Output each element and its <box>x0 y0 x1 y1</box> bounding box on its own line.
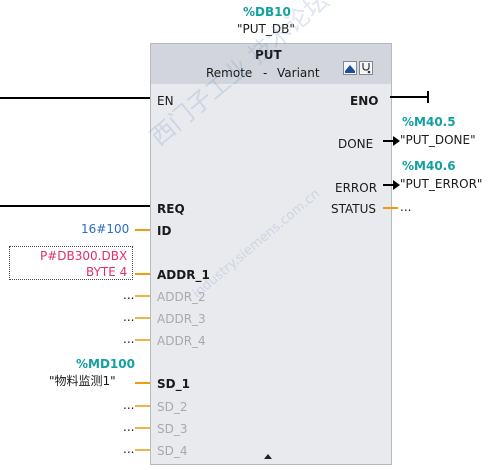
pin-eno: ENO <box>350 94 379 108</box>
done-wire[interactable] <box>383 140 395 142</box>
sd-3-value[interactable]: ... <box>123 420 135 434</box>
pin-en: EN <box>157 94 174 108</box>
pin-addr-2: ADDR_2 <box>157 290 206 304</box>
pin-sd-2: SD_2 <box>157 400 188 414</box>
pin-sd-1: SD_1 <box>157 377 190 391</box>
eno-wire-end <box>427 91 429 103</box>
variant-separator: - <box>263 66 268 80</box>
variant-remote[interactable]: Remote <box>206 66 253 80</box>
stethoscope-icon[interactable] <box>359 61 373 75</box>
addr-2-value[interactable]: ... <box>123 288 135 302</box>
sd-1-address[interactable]: %MD100 <box>76 357 135 371</box>
id-value[interactable]: 16#100 <box>81 222 130 236</box>
pin-addr-1: ADDR_1 <box>157 268 210 282</box>
addr-3-value[interactable]: ... <box>123 310 135 324</box>
pin-id: ID <box>157 224 172 238</box>
pin-error: ERROR <box>335 181 378 195</box>
pin-req: REQ <box>157 202 185 216</box>
sd-4-wire[interactable] <box>135 449 150 451</box>
sd-1-name[interactable]: "物料监测1" <box>49 374 116 388</box>
error-wire[interactable] <box>383 184 395 186</box>
pin-addr-4: ADDR_4 <box>157 334 206 348</box>
addr-3-wire[interactable] <box>135 317 150 319</box>
sd-2-value[interactable]: ... <box>123 398 135 412</box>
addr-4-wire[interactable] <box>135 339 150 341</box>
pin-sd-4: SD_4 <box>157 444 188 458</box>
expand-arrow-icon[interactable] <box>263 452 273 460</box>
instance-db-name[interactable]: "PUT_DB" <box>237 22 295 36</box>
monitor-icon[interactable] <box>343 61 357 75</box>
pin-addr-3: ADDR_3 <box>157 312 206 326</box>
status-wire[interactable] <box>383 207 398 209</box>
pin-done: DONE <box>338 137 374 151</box>
block-title: PUT <box>255 48 282 62</box>
addr-1-value-line2: BYTE 4 <box>86 265 128 279</box>
addr-1-operand-box[interactable] <box>9 246 133 280</box>
en-wire[interactable] <box>0 97 150 99</box>
put-block[interactable]: PUT Remote - Variant EN REQ ID ADDR_1 AD… <box>150 43 392 465</box>
eno-wire[interactable] <box>390 96 428 98</box>
done-arrow-icon <box>393 136 400 146</box>
done-address[interactable]: %M40.5 <box>402 115 456 129</box>
variant-variant[interactable]: Variant <box>277 66 320 80</box>
addr-1-wire[interactable] <box>135 273 150 275</box>
pin-sd-3: SD_3 <box>157 422 188 436</box>
req-wire[interactable] <box>0 205 150 207</box>
addr-4-value[interactable]: ... <box>123 332 135 346</box>
addr-2-wire[interactable] <box>135 295 150 297</box>
sd-4-value[interactable]: ... <box>123 442 135 456</box>
done-name[interactable]: "PUT_DONE" <box>400 133 476 147</box>
sd-2-wire[interactable] <box>135 405 150 407</box>
pin-status: STATUS <box>331 202 377 216</box>
sd-1-wire[interactable] <box>135 382 150 384</box>
status-value[interactable]: ... <box>400 200 412 214</box>
error-address[interactable]: %M40.6 <box>402 159 456 173</box>
error-arrow-icon <box>393 180 400 190</box>
addr-1-value-line1: P#DB300.DBX <box>40 249 128 263</box>
sd-3-wire[interactable] <box>135 427 150 429</box>
instance-db-address[interactable]: %DB10 <box>243 5 291 19</box>
error-name[interactable]: "PUT_ERROR" <box>400 177 483 191</box>
id-wire[interactable] <box>135 229 150 231</box>
